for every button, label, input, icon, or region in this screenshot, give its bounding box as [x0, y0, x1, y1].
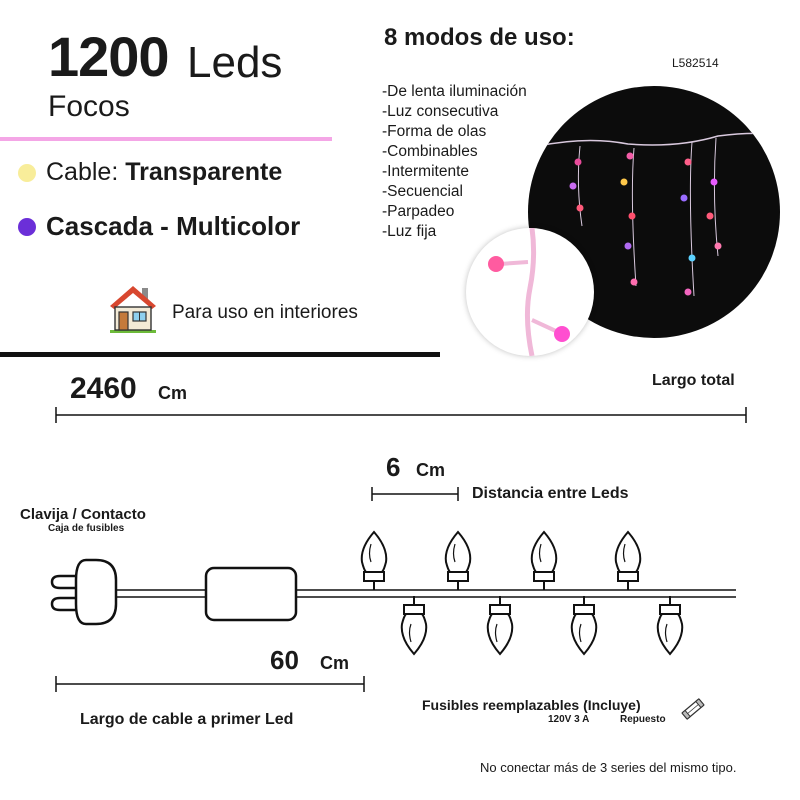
led-bulb-icon [400, 595, 428, 655]
led-spacing-label: Distancia entre Leds [472, 485, 629, 502]
led-closeup-illustration [488, 228, 570, 356]
accent-divider [0, 137, 332, 141]
cascade-lights-illustration [537, 132, 774, 297]
modes-list: -De lenta iluminación -Luz consecutiva -… [382, 82, 527, 242]
led-spacing-dimension-line [371, 487, 459, 501]
mode-item: -Luz consecutiva [382, 103, 499, 120]
mode-item: -Forma de olas [382, 123, 487, 140]
series-warning-note: No conectar más de 3 series del mismo ti… [480, 760, 737, 775]
plug-icon [50, 558, 118, 626]
led-spacing-value: 6 [386, 452, 401, 482]
total-length-unit: Cm [158, 383, 188, 403]
led-spacing-unit: Cm [416, 460, 446, 480]
total-length-dimension-line [55, 407, 747, 423]
led-bulb-icon [530, 531, 558, 591]
subtitle: Focos [48, 90, 130, 123]
mode-item: -Combinables [382, 143, 478, 160]
total-length-label: Largo total [652, 372, 735, 389]
cable-value: Transparente [125, 158, 283, 186]
cable-label: Cable: [46, 158, 119, 186]
led-bulb-icon [360, 531, 388, 591]
fuse-icon [681, 698, 705, 720]
led-bulb-icon [486, 595, 514, 655]
title-led-count: 1200 [48, 25, 170, 88]
house-icon [110, 286, 156, 333]
cable-color-dot [18, 164, 36, 182]
modes-title: 8 modos de uso: [384, 24, 575, 51]
mode-item: -Luz fija [382, 223, 437, 240]
zoom-detail [466, 228, 594, 356]
plug-subtitle: Caja de fusibles [48, 523, 125, 534]
led-bulb-icon [570, 595, 598, 655]
mode-item: -Intermitente [382, 163, 470, 180]
fuse-rating: 120V 3 A [548, 714, 590, 725]
plug-title: Clavija / Contacto [20, 506, 146, 523]
led-bulb-icon [444, 531, 472, 591]
cascade-color-dot [18, 218, 36, 236]
cable-spec: Cable: Transparente [46, 158, 282, 187]
controller-box-icon [204, 566, 298, 622]
total-length-value: 2460 [70, 372, 137, 405]
mode-item: -Parpadeo [382, 203, 455, 220]
main-cable [116, 589, 736, 598]
lead-length-unit: Cm [320, 653, 350, 673]
led-bulb-icon [656, 595, 684, 655]
indoor-use-text: Para uso en interiores [172, 302, 358, 323]
mode-item: -Secuencial [382, 183, 463, 200]
led-bulb-icon [614, 531, 642, 591]
lead-length-label: Largo de cable a primer Led [80, 711, 294, 728]
cascade-spec: Cascada - Multicolor [46, 211, 301, 241]
product-code: L582514 [672, 56, 719, 70]
section-divider [0, 352, 440, 357]
fuse-spare-label: Repuesto [620, 714, 666, 725]
title-led-word: Leds [187, 38, 283, 87]
lead-length-value: 60 [270, 645, 299, 675]
fuses-title: Fusibles reemplazables (Incluye) [422, 697, 641, 713]
mode-item: -De lenta iluminación [382, 83, 527, 100]
lead-length-dimension-line [55, 676, 365, 692]
